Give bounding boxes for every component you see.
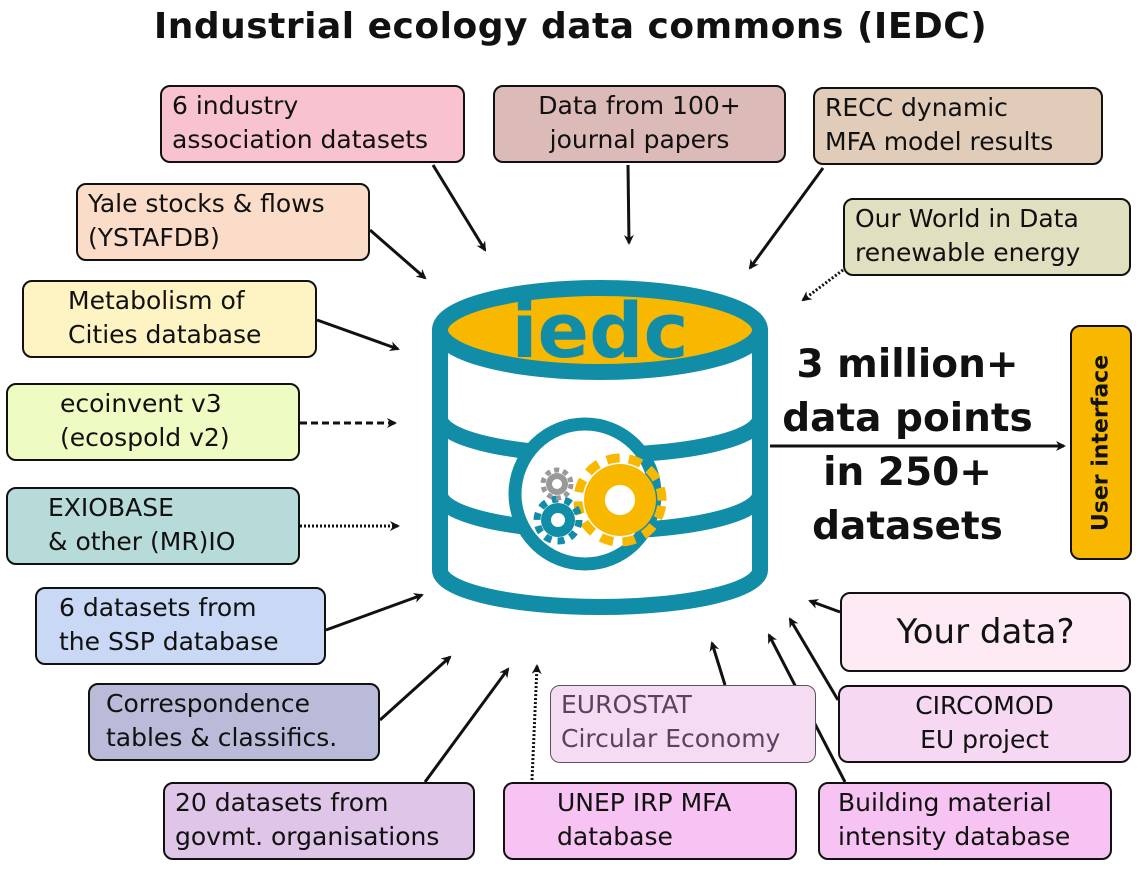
arrow-unep bbox=[530, 664, 542, 781]
source-box-eurostat: EUROSTAT Circular Economy bbox=[550, 685, 816, 763]
arrow-correspondence bbox=[378, 655, 452, 722]
arrow-eurostat bbox=[709, 641, 727, 686]
source-box-metabolism-cities: Metabolism of Cities database bbox=[22, 280, 317, 358]
source-box-owid: Our World in Data renewable energy bbox=[843, 198, 1131, 276]
arrow-industry-association bbox=[431, 164, 487, 252]
arrow-ssp bbox=[325, 593, 424, 632]
database-icon: iedc bbox=[432, 280, 768, 615]
arrow-govmt bbox=[423, 667, 510, 783]
source-box-circomod: CIRCOMOD EU project bbox=[838, 685, 1131, 763]
arrow-recc bbox=[748, 167, 825, 270]
source-box-recc: RECC dynamic MFA model results bbox=[813, 87, 1103, 165]
arrow-yale bbox=[369, 228, 427, 280]
source-box-ecoinvent: ecoinvent v3 (ecospold v2) bbox=[6, 383, 300, 461]
source-box-govmt: 20 datasets from govmt. organisations bbox=[163, 782, 475, 860]
arrow-owid bbox=[801, 268, 844, 302]
grey-gear-icon bbox=[540, 467, 574, 501]
source-box-your-data: Your data? bbox=[840, 592, 1131, 672]
user-interface-label: User interface bbox=[1088, 354, 1114, 531]
arrow-your-data bbox=[808, 599, 841, 614]
source-box-correspondence: Correspondence tables & classifics. bbox=[88, 683, 380, 761]
source-box-ssp: 6 datasets from the SSP database bbox=[35, 587, 326, 665]
iedc-logo-text: iedc bbox=[511, 286, 688, 375]
source-box-exiobase: EXIOBASE & other (MR)IO bbox=[6, 487, 300, 565]
yellow-gear-icon bbox=[573, 453, 667, 547]
source-box-building: Building material intensity database bbox=[818, 782, 1112, 860]
gears-icon bbox=[533, 453, 667, 547]
source-box-unep: UNEP IRP MFA database bbox=[503, 782, 797, 860]
arrow-journal-papers bbox=[623, 164, 634, 245]
source-box-industry-association: 6 industry association datasets bbox=[160, 85, 465, 163]
data-points-summary: 3 million+ data points in 250+ datasets bbox=[782, 342, 1033, 549]
source-box-journal-papers: Data from 100+ journal papers bbox=[493, 85, 786, 163]
user-interface-box: User interface bbox=[1070, 325, 1132, 560]
arrow-circomod bbox=[788, 617, 840, 701]
diagram-title: Industrial ecology data commons (IEDC) bbox=[153, 6, 988, 47]
source-box-yale: Yale stocks & flows (YSTAFDB) bbox=[76, 183, 370, 261]
arrow-metabolism-cities bbox=[316, 318, 400, 352]
